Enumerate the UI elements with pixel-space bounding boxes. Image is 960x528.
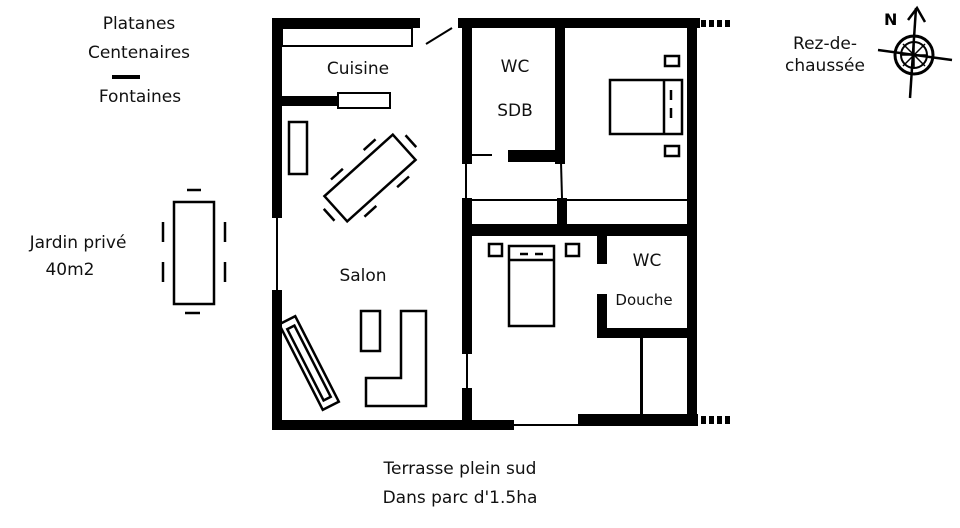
legend-dash [112,75,140,79]
room-kitchen: Cuisine [326,59,390,79]
room-bath2-douche: Douche [615,291,673,309]
floor-title-part1: Rez-de- [793,34,857,54]
exterior-walls [272,18,700,430]
extension-dashes [701,20,730,424]
garden-area: 40m2 [45,260,95,280]
room-living: Salon [339,266,387,286]
floor-title-part2: chaussée [785,56,865,76]
north-note-line1: Platanes [102,14,176,34]
compass-rose-icon [877,5,953,99]
room-bath1-wc: WC [500,57,530,77]
furniture [161,54,684,412]
interior-walls [281,18,697,428]
north-label: N [884,10,897,29]
south-note-line2: Dans parc d'1.5ha [382,488,538,508]
north-note-line2: Centenaires [87,43,191,63]
floor-title-line: Rez-de-chaussée [780,33,870,77]
room-bath2-wc: WC [632,251,662,271]
north-note-line3: Fontaines [98,87,182,107]
garden-label: Jardin privé [29,233,127,253]
south-note-line1: Terrasse plein sud [383,459,537,479]
room-bath1-sdb: SDB [497,101,533,121]
